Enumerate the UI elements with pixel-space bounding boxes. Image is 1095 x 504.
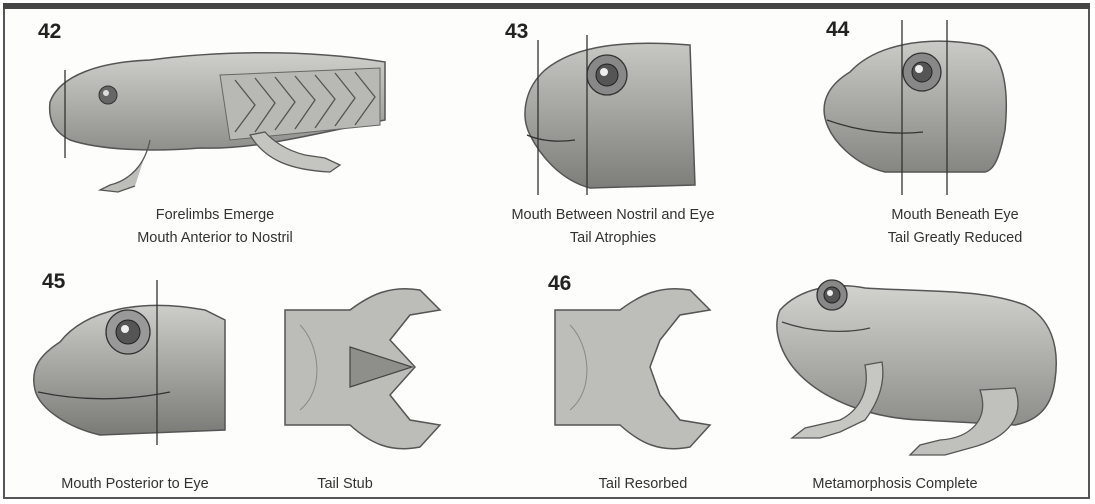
stage-44-caption-line1: Mouth Beneath Eye	[840, 205, 1070, 226]
stage-44-head-illustration	[815, 20, 1015, 195]
stage-46-caption-tail: Tail Resorbed	[568, 474, 718, 495]
stage-44-caption-line2: Tail Greatly Reduced	[840, 228, 1070, 249]
stage-43-caption-line2: Tail Atrophies	[468, 228, 758, 249]
stage-46-tail-resorbed-illustration	[550, 285, 720, 455]
stage-43-caption-line1: Mouth Between Nostril and Eye	[468, 205, 758, 226]
adult-frog-caption: Metamorphosis Complete	[775, 474, 1015, 495]
stage-45-caption-head: Mouth Posterior to Eye	[20, 474, 250, 495]
stage-43-head-illustration	[505, 30, 705, 200]
figure-top-border	[3, 3, 1090, 9]
stage-42-tadpole-illustration	[40, 40, 400, 200]
stage-45-caption-tail: Tail Stub	[290, 474, 400, 495]
adult-frog-illustration	[770, 270, 1065, 460]
stage-42-caption-line2: Mouth Anterior to Nostril	[110, 228, 320, 249]
stage-45-tail-stub-illustration	[280, 285, 455, 455]
stage-42-caption-line1: Forelimbs Emerge	[110, 205, 320, 226]
stage-45-head-illustration	[30, 280, 240, 445]
